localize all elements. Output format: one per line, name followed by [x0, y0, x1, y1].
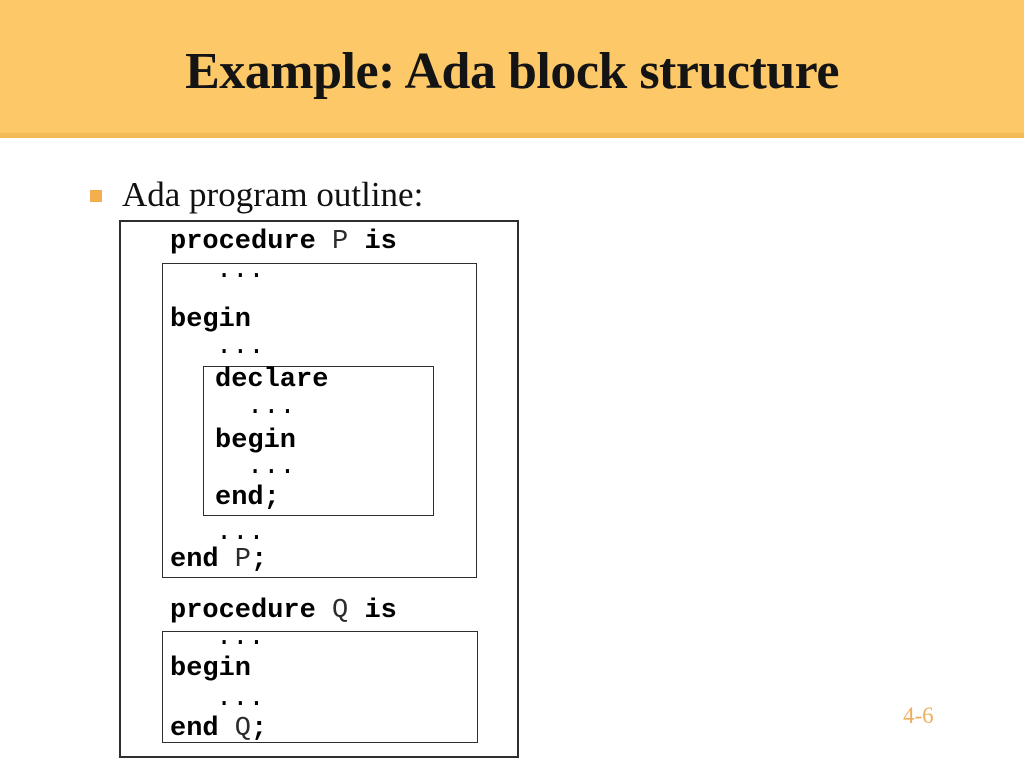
code-line-begin: begin [170, 654, 252, 684]
semicolon: ; [251, 545, 268, 575]
program-outline-box [119, 220, 519, 758]
code-line-ellipsis: ... [247, 452, 296, 482]
code-line-ellipsis: ... [247, 392, 296, 422]
identifier-p: P [315, 227, 365, 257]
code-line-ellipsis: ... [216, 684, 265, 714]
code-line-end-p: end P; [170, 547, 267, 574]
semicolon: ; [263, 483, 280, 513]
keyword-is: is [364, 596, 397, 626]
code-line-procedure-p: procedure P is [170, 229, 397, 256]
identifier-p: P [218, 545, 252, 575]
identifier-q: Q [315, 596, 365, 626]
code-line-ellipsis: ... [216, 256, 265, 286]
bullet-square-icon [90, 190, 102, 202]
code-line-end-q: end Q; [170, 716, 267, 743]
code-line-ellipsis: ... [216, 332, 265, 362]
inner-block-box [203, 366, 434, 516]
code-line-begin: begin [215, 426, 297, 456]
procedure-q-body-box [162, 631, 478, 743]
keyword-procedure: procedure [170, 227, 316, 257]
identifier-q: Q [218, 714, 252, 744]
code-line-ellipsis: ... [216, 518, 265, 548]
code-line-end-inner: end; [215, 485, 280, 512]
bullet-label: Ada program outline: [122, 175, 424, 214]
keyword-end: end [170, 714, 219, 744]
slide-title: Example: Ada block structure [185, 43, 839, 100]
code-line-ellipsis: ... [216, 623, 265, 653]
page-number: 4-6 [903, 703, 934, 728]
keyword-is: is [364, 227, 397, 257]
semicolon: ; [251, 714, 268, 744]
header-banner [0, 0, 1024, 138]
code-line-begin: begin [170, 305, 252, 335]
procedure-p-body-box [162, 263, 477, 578]
code-line-procedure-q: procedure Q is [170, 598, 397, 625]
keyword-end: end [170, 545, 219, 575]
code-line-declare: declare [215, 365, 329, 395]
keyword-end: end [215, 483, 264, 513]
keyword-procedure: procedure [170, 596, 316, 626]
